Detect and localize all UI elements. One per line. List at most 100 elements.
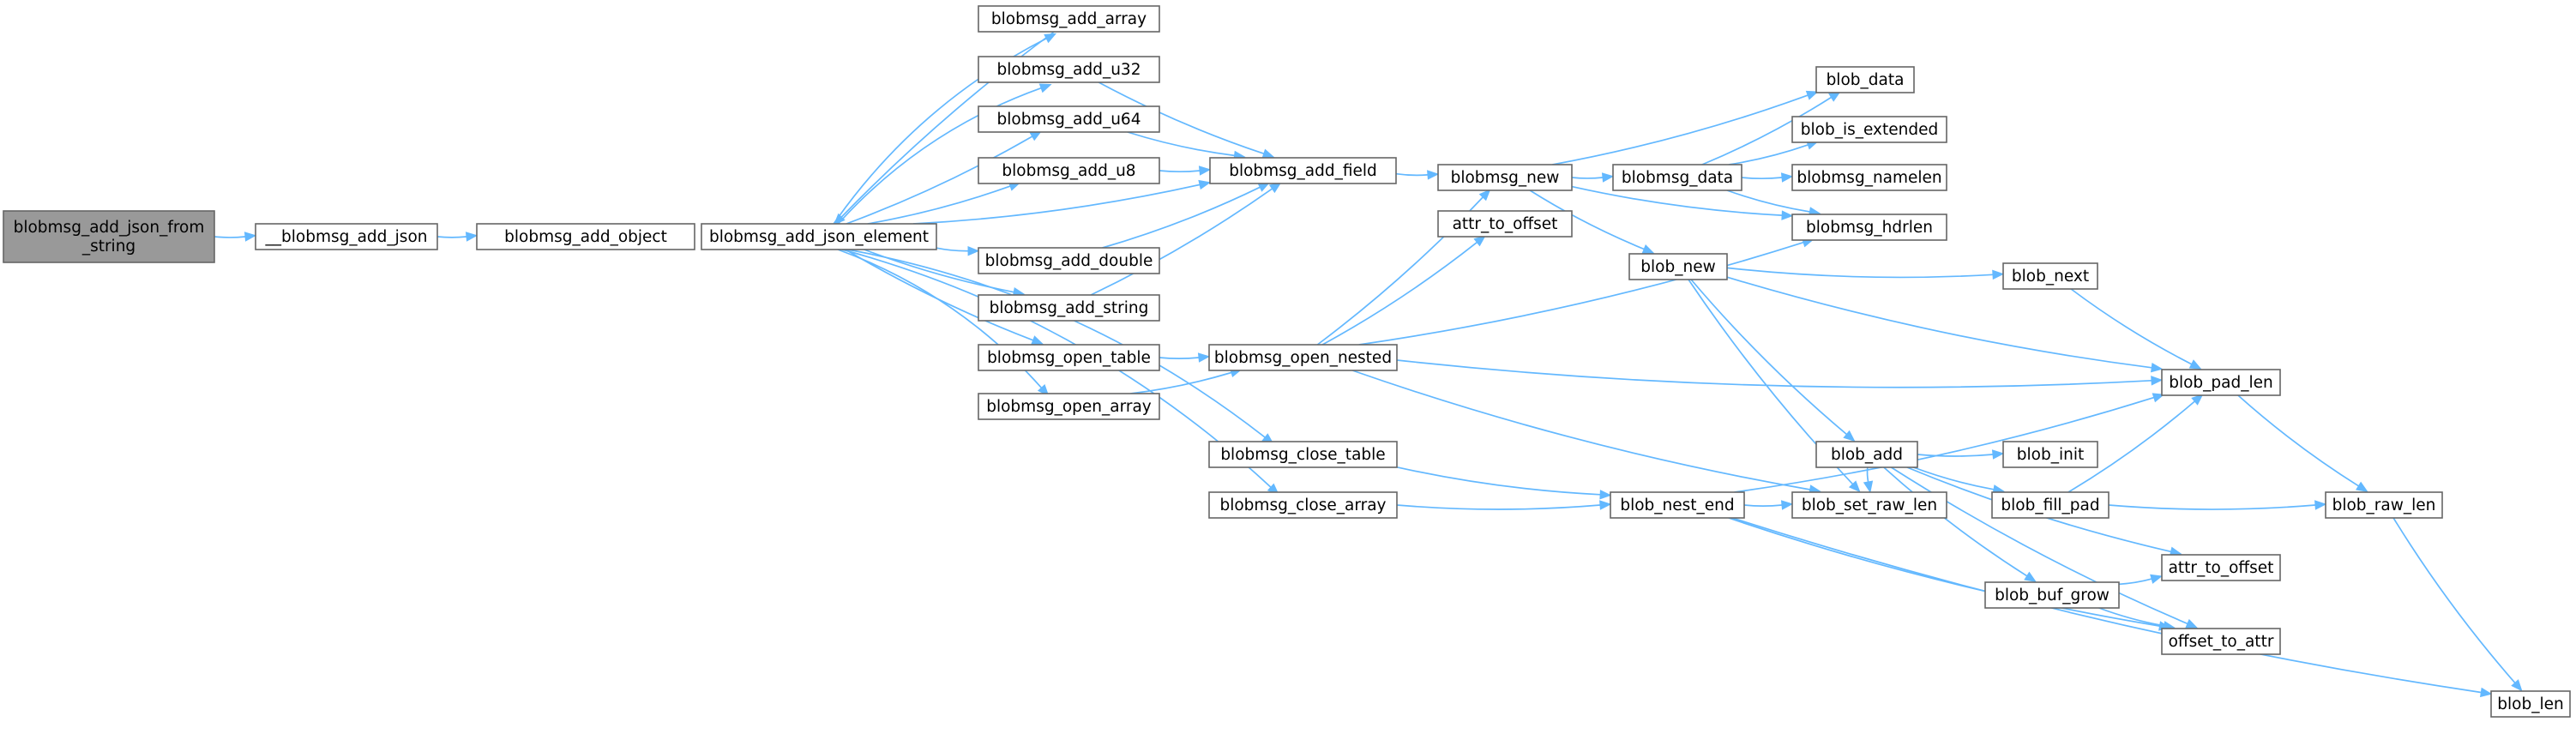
node-box[interactable] [1815, 441, 1918, 468]
node-add-field[interactable]: blobmsg_add_field [1209, 157, 1397, 184]
node-nest-end[interactable]: blob_nest_end [1610, 491, 1745, 519]
node-label: blobmsg_add_u32 [997, 61, 1141, 79]
node-pad-len[interactable]: blob_pad_len [2161, 369, 2281, 396]
node-open-array[interactable]: blobmsg_open_array [978, 393, 1160, 420]
edge-open_nested-to-pad_len [1396, 359, 2164, 388]
node-raw-len[interactable]: blob_raw_len [2325, 491, 2443, 519]
edge-raw_len-to-blob_len [2392, 517, 2523, 692]
node-label: blobmsg_add_object [504, 228, 667, 246]
edge-arrowhead [1197, 352, 1211, 363]
node-blob-data[interactable]: blob_data [1815, 66, 1915, 93]
node-box[interactable] [1791, 491, 1947, 519]
node-box[interactable] [3, 210, 215, 263]
node-add-u8[interactable]: blobmsg_add_u8 [978, 157, 1160, 184]
edge-line [2070, 288, 2193, 365]
node-box[interactable] [2325, 491, 2443, 519]
node-box[interactable] [978, 247, 1160, 274]
node-add-u32[interactable]: blobmsg_add_u32 [978, 56, 1160, 83]
edge-line [1732, 517, 2482, 694]
node-box[interactable] [1791, 214, 1947, 241]
node-box[interactable] [2002, 262, 2098, 290]
node-blob-next[interactable]: blob_next [2002, 262, 2098, 290]
node-blob-add[interactable]: blob_add [1815, 441, 1918, 468]
node-add-json[interactable]: __blobmsg_add_json [255, 223, 438, 250]
edge-line [1728, 144, 1809, 165]
edge-add_array-to-json_element [833, 31, 1055, 226]
node-box[interactable] [1991, 491, 2110, 519]
edge-arrowhead [1780, 172, 1794, 183]
node-box[interactable] [1208, 441, 1398, 468]
node-box[interactable] [1791, 164, 1947, 191]
edge-blob_new-to-pad_len [1726, 276, 2164, 373]
node-set-raw-len[interactable]: blob_set_raw_len [1791, 491, 1947, 519]
node-label: blob_len [2497, 695, 2563, 713]
node-box[interactable] [978, 5, 1160, 33]
edge-line [936, 247, 969, 252]
node-box[interactable] [2161, 369, 2281, 396]
node-root[interactable]: blobmsg_add_json_from_string [3, 210, 215, 263]
node-label: blob_raw_len [2332, 496, 2436, 514]
edge-add_field-to-msg_new [1395, 170, 1440, 180]
node-close-array[interactable]: blobmsg_close_array [1208, 491, 1398, 519]
node-box[interactable] [1815, 66, 1915, 93]
node-add-array[interactable]: blobmsg_add_array [978, 5, 1160, 33]
node-box[interactable] [1791, 116, 1947, 143]
node-add-string[interactable]: blobmsg_add_string [978, 294, 1160, 322]
edge-line [1690, 279, 1847, 436]
node-open-nested[interactable]: blobmsg_open_nested [1208, 344, 1398, 371]
node-fill-pad[interactable]: blob_fill_pad [1991, 491, 2110, 519]
edge-blob_add-to-offset_to_attr [1890, 466, 2199, 629]
edge-arrowhead [1198, 179, 1212, 190]
node-box[interactable] [2161, 554, 2281, 581]
node-box[interactable] [1208, 491, 1398, 519]
node-box[interactable] [1612, 164, 1742, 191]
node-box[interactable] [2002, 441, 2098, 468]
node-box[interactable] [476, 223, 695, 250]
node-is-extended[interactable]: blob_is_extended [1791, 116, 1947, 143]
edge-line [1090, 188, 1273, 296]
node-hdrlen[interactable]: blobmsg_hdrlen [1791, 214, 1947, 241]
node-box[interactable] [1437, 164, 1573, 191]
node-box[interactable] [1610, 491, 1745, 519]
node-box[interactable] [978, 157, 1160, 184]
edge-line [1726, 190, 1810, 213]
node-add-double[interactable]: blobmsg_add_double [978, 247, 1160, 274]
node-label: blob_data [1827, 71, 1905, 89]
node-box[interactable] [2161, 628, 2281, 655]
node-attr-to-offset-1[interactable]: attr_to_offset [1437, 210, 1573, 238]
node-box[interactable] [701, 223, 937, 250]
node-buf-grow[interactable]: blob_buf_grow [1984, 581, 2120, 609]
node-add-object[interactable]: blobmsg_add_object [476, 223, 695, 250]
edge-arrowhead [1198, 165, 1212, 176]
node-box[interactable] [2490, 690, 2571, 718]
edge-nest_end-to-blob_len [1732, 517, 2493, 698]
node-close-table[interactable]: blobmsg_close_table [1208, 441, 1398, 468]
node-msg-new[interactable]: blobmsg_new [1437, 164, 1573, 191]
node-open-table[interactable]: blobmsg_open_table [978, 344, 1160, 371]
node-box[interactable] [1628, 253, 1728, 280]
node-blob-init[interactable]: blob_init [2002, 441, 2098, 468]
node-box[interactable] [1208, 344, 1398, 371]
node-json-element[interactable]: blobmsg_add_json_element [701, 223, 937, 250]
node-box[interactable] [978, 393, 1160, 420]
edge-msg_new-to-hdrlen [1571, 185, 1794, 220]
node-blob-new[interactable]: blob_new [1628, 253, 1728, 280]
edge-line [1701, 96, 1832, 165]
edge-line [1726, 267, 1994, 279]
node-box[interactable] [1984, 581, 2120, 609]
node-box[interactable] [978, 105, 1160, 133]
node-msg-data[interactable]: blobmsg_data [1612, 164, 1742, 191]
node-box[interactable] [978, 56, 1160, 83]
node-box[interactable] [1437, 210, 1573, 238]
node-box[interactable] [1209, 157, 1397, 184]
node-blob-len[interactable]: blob_len [2490, 690, 2571, 718]
edge-line [1102, 186, 1261, 249]
edge-msg_data-to-namelen [1741, 172, 1794, 183]
node-add-u64[interactable]: blobmsg_add_u64 [978, 105, 1160, 133]
node-offset-to-attr[interactable]: offset_to_attr [2161, 628, 2281, 655]
node-attr-to-offset-2[interactable]: attr_to_offset [2161, 554, 2281, 581]
node-box[interactable] [978, 294, 1160, 322]
node-namelen[interactable]: blobmsg_namelen [1791, 164, 1947, 191]
node-box[interactable] [978, 344, 1160, 371]
node-box[interactable] [255, 223, 438, 250]
